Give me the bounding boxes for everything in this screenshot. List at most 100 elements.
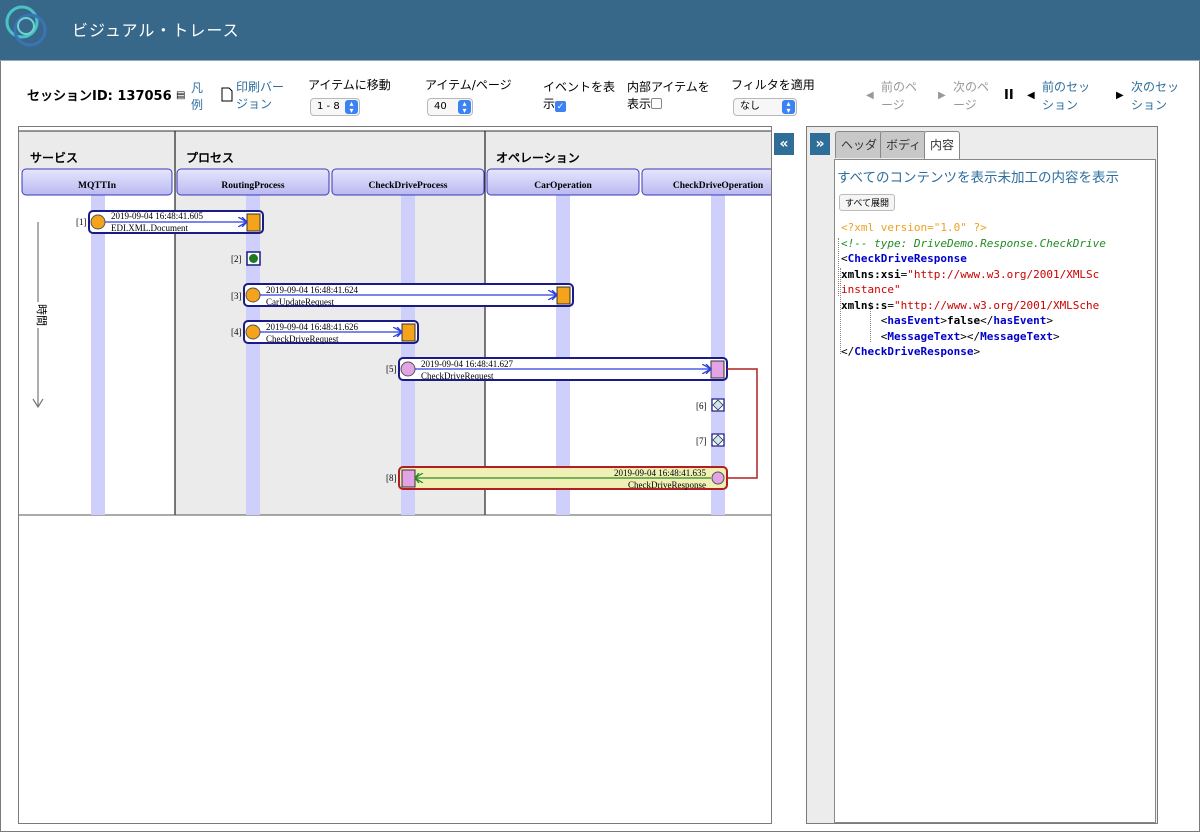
trace-item-8[interactable]: [8] 2019-09-04 16:48:41.635 CheckDriveRe… (386, 466, 728, 490)
item-index: [6] (696, 401, 707, 411)
time-axis-label: 時間 (35, 304, 48, 326)
per-page-select[interactable]: 40 ▴▾ (427, 96, 473, 116)
header-divider (0, 60, 1200, 61)
lane-header-routingprocess[interactable]: RoutingProcess (176, 168, 330, 196)
logo-icon (5, 5, 47, 47)
item-time: 2019-09-04 16:48:41.635 (614, 468, 706, 478)
show-raw-contents-link[interactable]: 未加工の内容を表示 (997, 170, 1120, 186)
triangle-right-icon: ▶ (1116, 90, 1124, 101)
item-index: [5] (386, 364, 397, 374)
item-index: [7] (696, 436, 707, 446)
trace-item-5[interactable]: [5] 2019-09-04 16:48:41.627 CheckDriveRe… (386, 357, 728, 381)
pause-button[interactable]: II (1004, 88, 1014, 103)
per-page-value: 40 (434, 101, 447, 112)
print-label-2: ジョン (236, 97, 273, 111)
group-title-service: サービス (30, 150, 78, 165)
item-index: [8] (386, 473, 397, 483)
goto-value: 1 - 8 (317, 101, 340, 112)
show-events-label-2: 示 (543, 97, 556, 111)
filter-label: フィルタを適用 (731, 78, 815, 92)
per-page-label: アイテム/ページ (425, 78, 512, 92)
collapse-diagram-button[interactable]: « (774, 133, 794, 155)
service-group-header-bg (19, 131, 175, 171)
xml-comment: <!-- type: DriveDemo.Response.CheckDrive (841, 236, 1106, 250)
lane-header-caroperation[interactable]: CarOperation (486, 168, 640, 196)
trace-diagram-svg: サービス プロセス オペレーション MQTTIn RoutingProcess … (19, 130, 772, 516)
filter-select[interactable]: なし ▴▾ (733, 96, 797, 116)
item-name: EDI.XML.Document (111, 223, 188, 233)
request-response-link (727, 368, 758, 479)
xml-child-tag[interactable]: hasEvent (887, 314, 941, 327)
lane-stripe (91, 195, 105, 515)
prev-session-label-2: ション (1042, 98, 1079, 112)
lane-label: CheckDriveProcess (369, 181, 448, 191)
triangle-right-icon: ▶ (938, 90, 946, 101)
expand-all-button[interactable]: すべて展開 (839, 194, 896, 211)
trace-item-6[interactable]: [6] (696, 398, 725, 412)
next-session-label-2: ション (1131, 98, 1168, 112)
xml-attr-prefix: xmlns: (841, 298, 881, 312)
trace-item-4[interactable]: [4] 2019-09-04 16:48:41.626 CheckDriveRe… (231, 320, 419, 344)
xml-declaration: <?xml version="1.0" ?> (841, 221, 987, 234)
internal-items-checkbox[interactable] (651, 98, 663, 109)
chevron-updown-icon: ▴▾ (782, 100, 795, 115)
xml-guide (870, 302, 871, 342)
internal-items-label-1: 内部アイテムを (627, 80, 710, 94)
tab-header[interactable]: ヘッダ (835, 131, 884, 158)
xml-attr-name: xsi (880, 267, 901, 281)
xml-root-close-tag: CheckDriveResponse (854, 345, 974, 358)
internal-items-label-2: 表示 (627, 97, 652, 111)
triangle-left-icon: ◀ (866, 90, 874, 101)
xml-attr-value: "http://www.w3.org/2001/XMLSc (907, 267, 1100, 281)
lane-header-checkdriveoperation[interactable]: CheckDriveOperation (641, 168, 772, 196)
lane-stripe (556, 195, 570, 515)
triangle-left-icon: ◀ (1027, 90, 1035, 101)
document-icon (221, 87, 233, 102)
item-name: CheckDriveRequest (266, 334, 339, 344)
app-title: ビジュアル・トレース (72, 21, 240, 40)
expand-panel-button[interactable]: » (810, 133, 830, 155)
lane-label: CheckDriveOperation (673, 181, 764, 191)
trace-item-7[interactable]: [7] (696, 433, 725, 447)
trace-diagram: サービス プロセス オペレーション MQTTIn RoutingProcess … (18, 126, 772, 824)
show-all-contents-link[interactable]: すべてのコンテンツを表示 (837, 170, 998, 186)
lane-stripe (246, 195, 260, 515)
lane-header-checkdriveprocess[interactable]: CheckDriveProcess (331, 168, 485, 196)
xml-attr-value: "http://www.w3.org/2001/XMLSche (894, 298, 1100, 312)
item-index: [2] (231, 254, 242, 264)
tab-contents[interactable]: 内容 (924, 131, 961, 159)
next-page-label-1: 次のペ (953, 80, 990, 94)
show-events-toggle[interactable]: 示✓ (543, 95, 567, 113)
trace-item-1[interactable]: [1] 2019-09-04 16:48:41.605 EDI.XML.Docu… (76, 210, 264, 234)
xml-contents: <?xml version="1.0" ?> <!-- type: DriveD… (841, 221, 1106, 358)
item-name: CheckDriveRequest (421, 371, 494, 381)
next-session-label-1: 次のセッ (1131, 80, 1180, 94)
item-time: 2019-09-04 16:48:41.624 (266, 285, 358, 295)
goto-select[interactable]: 1 - 8▴▾ (310, 96, 360, 116)
app-header: ビジュアル・トレース (0, 0, 1200, 60)
xml-attr-name: s (880, 298, 888, 312)
show-events-checkbox[interactable]: ✓ (555, 101, 567, 112)
internal-items-toggle[interactable]: 表示 (627, 95, 663, 113)
print-label-1: 印刷バー (236, 80, 285, 94)
xml-root-tag[interactable]: CheckDriveResponse (847, 252, 967, 265)
xml-attr-value-cont: instance" (841, 283, 901, 296)
item-name: CarUpdateRequest (266, 297, 334, 307)
trace-item-3[interactable]: [3] 2019-09-04 16:48:41.624 CarUpdateReq… (231, 283, 574, 307)
item-index: [1] (76, 217, 87, 227)
xml-child-tag[interactable]: MessageText (887, 329, 961, 343)
toolbar: セッションID: 137056 ▤ 凡 例 印刷バー ジョン アイテムに移動 1… (0, 61, 1200, 125)
prev-session-label-1: 前のセッ (1042, 80, 1091, 94)
xml-attr-prefix: xmlns: (841, 267, 881, 281)
trace-item-2[interactable]: [2] (231, 251, 261, 266)
item-index: [4] (231, 327, 242, 337)
filter-value: なし (740, 101, 760, 112)
item-index: [3] (231, 291, 242, 301)
lane-header-mqttin[interactable]: MQTTIn (21, 168, 173, 196)
tab-body[interactable]: ボディ (880, 131, 928, 158)
prev-page-label-1: 前のペ (881, 80, 918, 94)
chevron-updown-icon: ▴▾ (458, 100, 471, 115)
time-axis: 時間 (29, 222, 48, 409)
group-title-operation: オペレーション (496, 151, 580, 165)
contents-view: すべてのコンテンツを表示未加工の内容を表示 すべて展開 <?xml versio… (834, 159, 1156, 823)
